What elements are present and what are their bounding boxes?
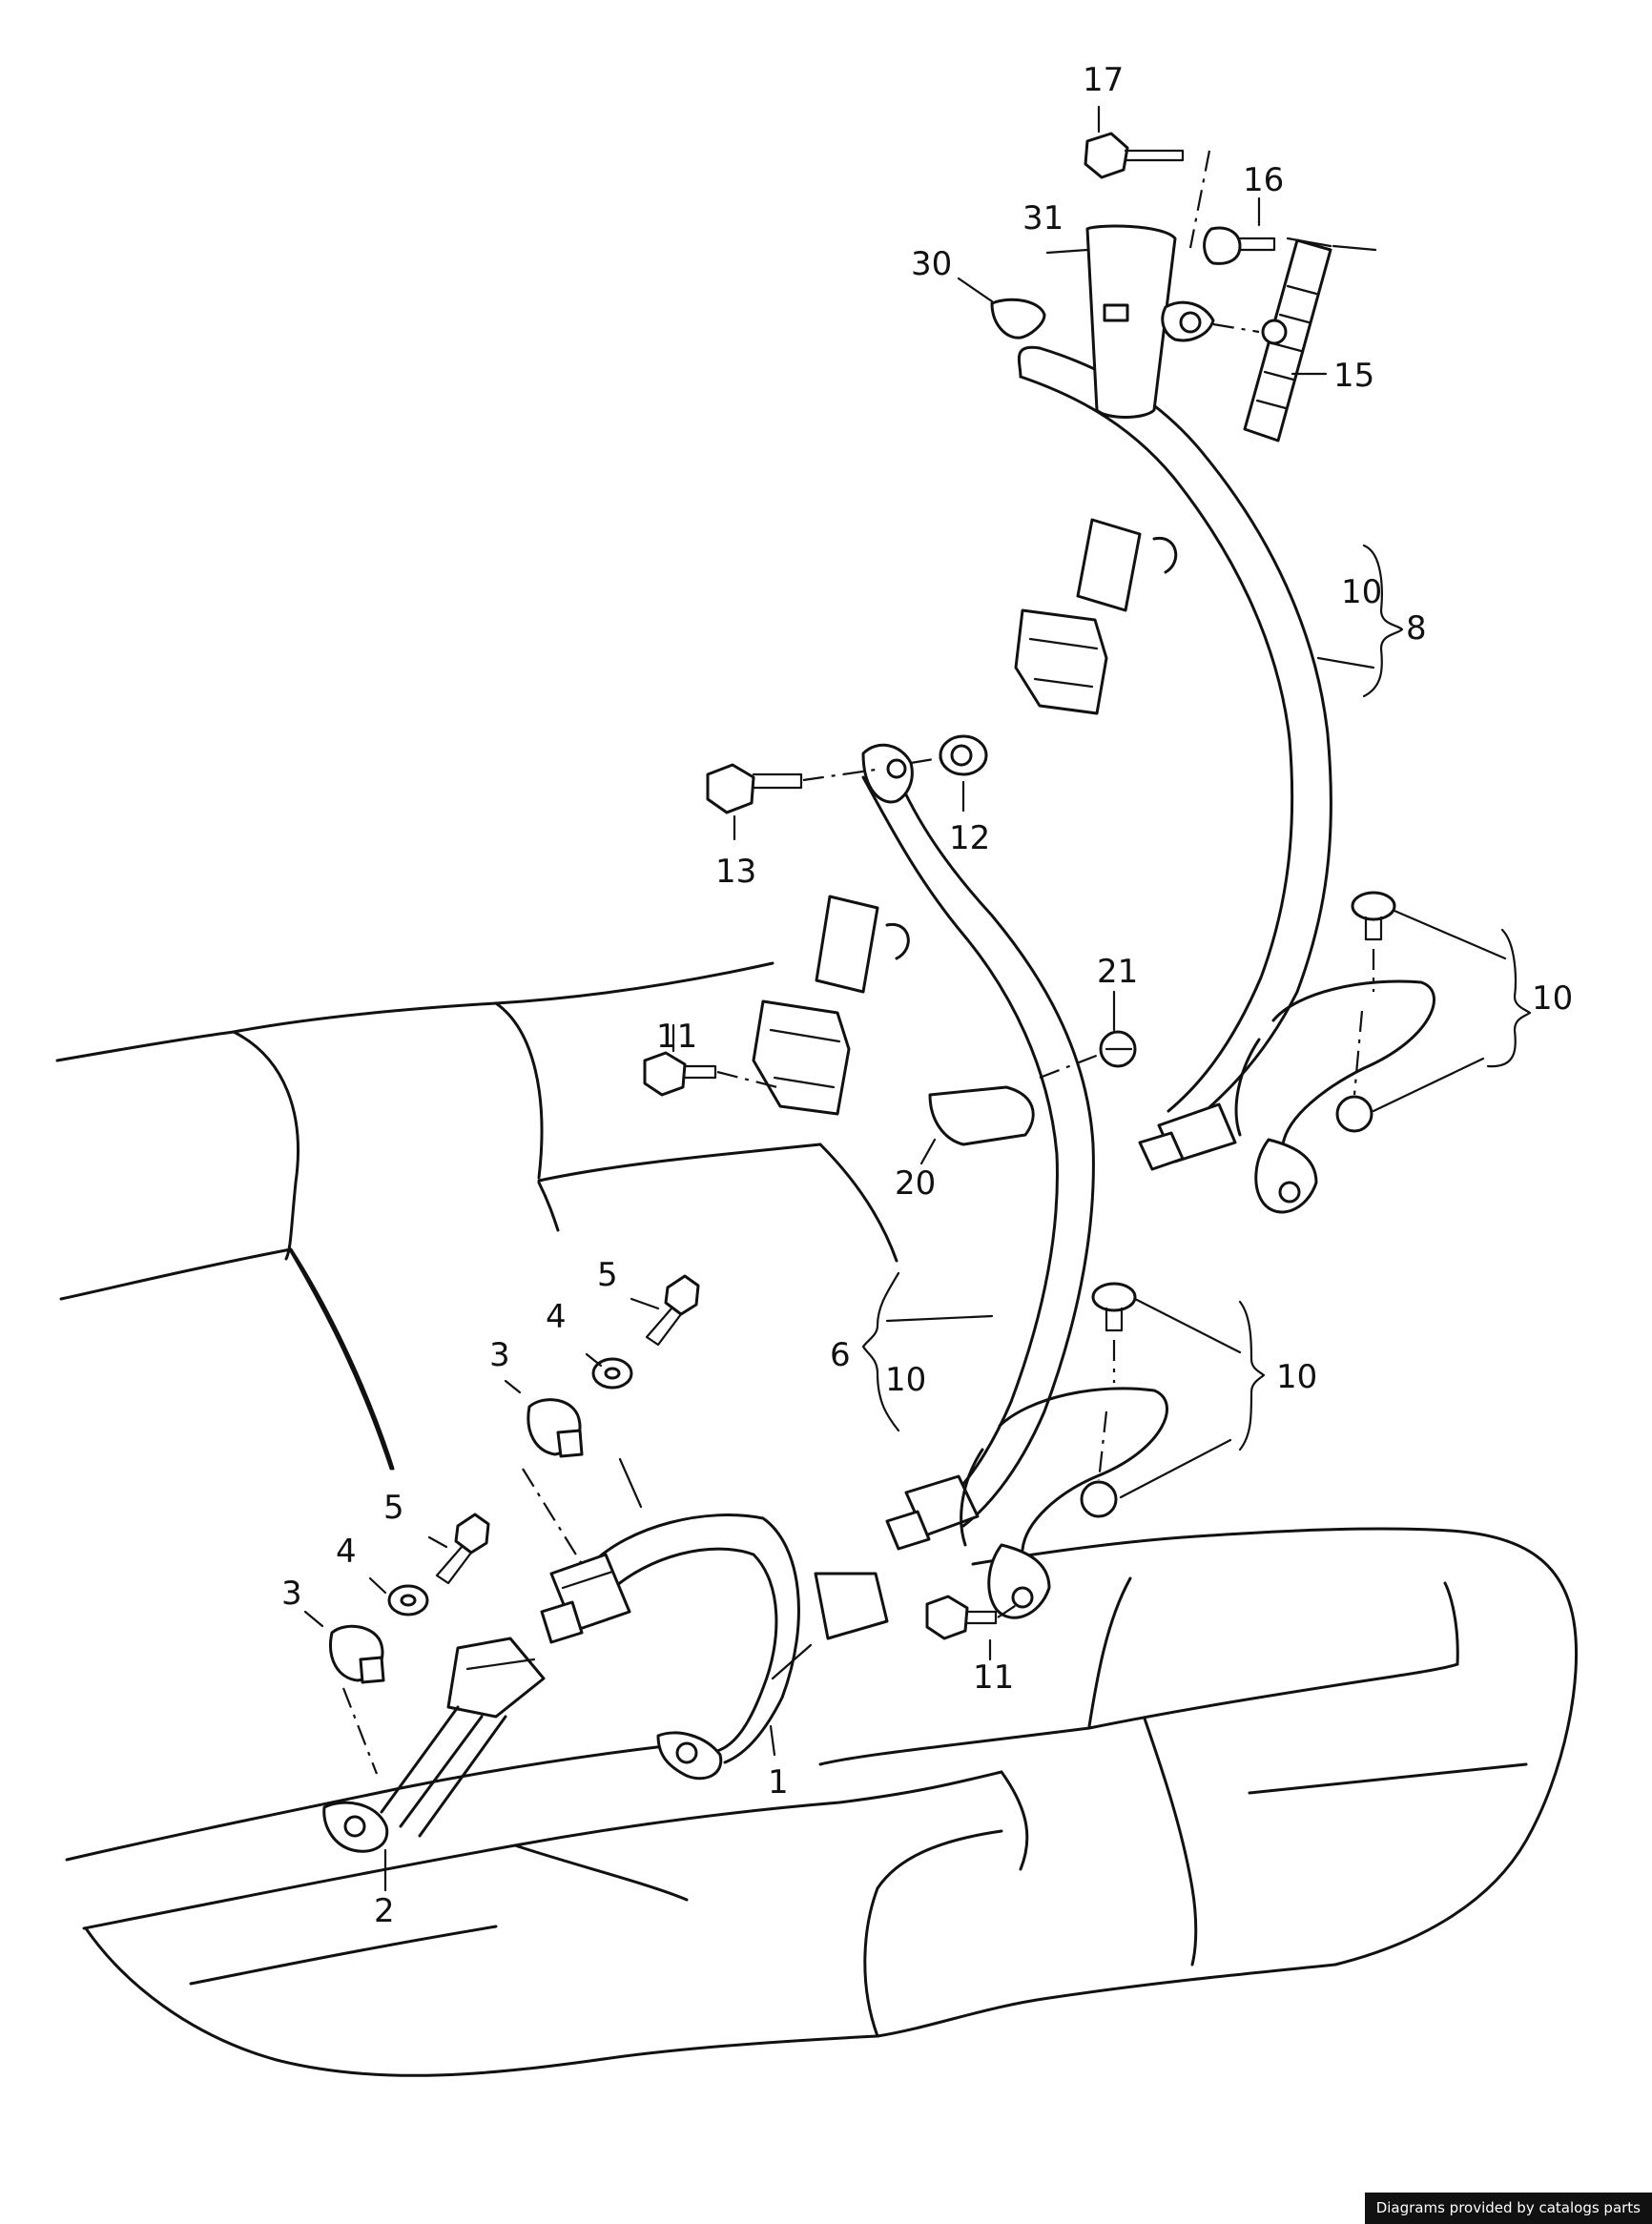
callout-11: 11 — [656, 1018, 697, 1056]
rear-seat-outline — [55, 961, 1579, 2077]
callout-4: 4 — [336, 1533, 357, 1571]
callout-10: 10 — [885, 1361, 926, 1399]
callout-labels: 1 2 3 3 4 4 5 5 6 8 10 10 10 10 11 11 12… — [281, 61, 1573, 1930]
callout-31: 31 — [1022, 199, 1063, 237]
diagram-credit: Diagrams provided by catalogs parts — [1364, 2193, 1652, 2224]
bolt-11-upper — [643, 1051, 778, 1097]
callout-21: 21 — [1097, 953, 1138, 991]
callout-5: 5 — [383, 1489, 404, 1527]
callout-12: 12 — [949, 819, 990, 857]
shoulder-belt-assembly-center — [752, 743, 1168, 1619]
callout-10: 10 — [1532, 979, 1573, 1018]
lap-belt-buckle-1 — [540, 1514, 889, 1781]
callout-4: 4 — [546, 1298, 567, 1336]
callout-2: 2 — [374, 1892, 395, 1930]
lap-belt-buckle-2 — [322, 1637, 546, 1853]
callout-16: 16 — [1243, 161, 1284, 199]
bushing-12 — [910, 734, 988, 776]
callout-17: 17 — [1083, 61, 1124, 99]
callout-5: 5 — [597, 1256, 618, 1294]
callout-13: 13 — [715, 853, 756, 891]
bolt-13 — [706, 763, 883, 814]
leader-lines — [303, 105, 1532, 1892]
bolt-11-lower — [925, 1595, 1022, 1640]
callout-3: 3 — [489, 1336, 510, 1374]
callout-6: 6 — [830, 1336, 851, 1374]
callout-15: 15 — [1333, 357, 1374, 395]
shoulder-belt-assembly-right — [990, 132, 1435, 1214]
callout-1: 1 — [768, 1763, 789, 1802]
callout-3: 3 — [281, 1575, 302, 1613]
callout-10: 10 — [1341, 573, 1382, 611]
callout-11: 11 — [973, 1658, 1014, 1697]
callout-8: 8 — [1406, 609, 1427, 648]
anchor-hardware-center — [522, 1274, 700, 1565]
callout-30: 30 — [911, 245, 952, 283]
callout-20: 20 — [895, 1164, 936, 1203]
callout-10: 10 — [1276, 1358, 1317, 1396]
anchor-hardware-left — [329, 1513, 490, 1775]
